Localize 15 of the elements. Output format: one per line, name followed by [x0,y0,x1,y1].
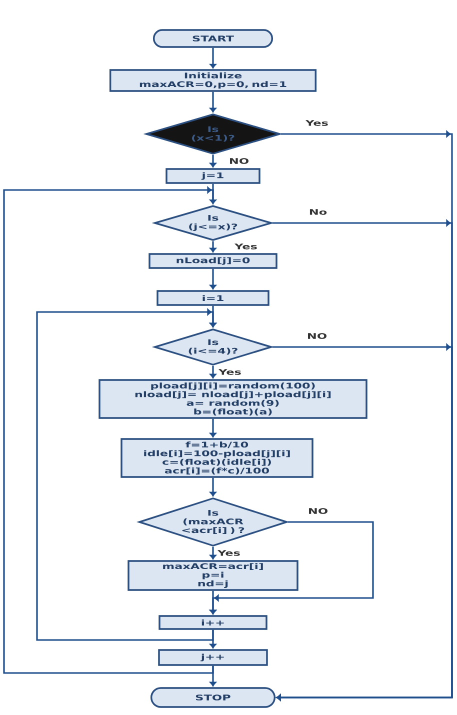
arrow [272,344,453,701]
arrow [210,366,216,379]
arrow [210,630,216,649]
arrow [36,308,216,641]
arrow [210,92,216,113]
arrow [210,666,216,687]
arrow [210,478,216,497]
arrow [210,154,216,168]
arrow [210,268,216,290]
arrow [210,48,216,69]
arrow [210,241,216,253]
arrow [210,590,216,615]
arrow [3,186,216,674]
arrow [210,418,216,438]
arrow [210,546,216,560]
